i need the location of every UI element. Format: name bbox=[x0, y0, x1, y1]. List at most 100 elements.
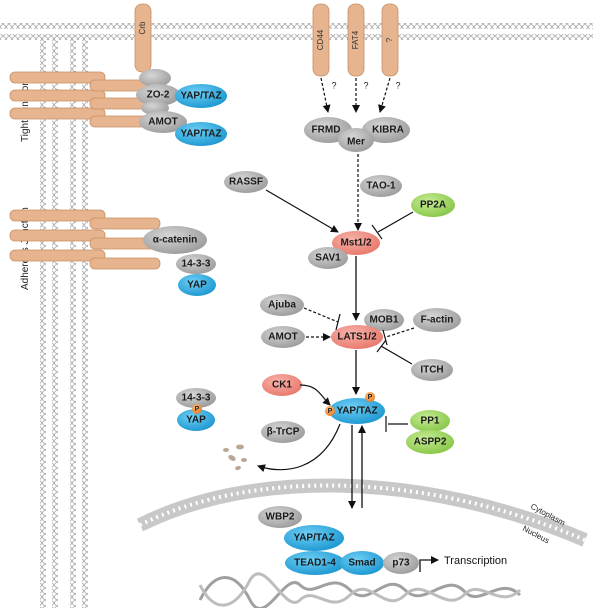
svg-text:CK1: CK1 bbox=[272, 380, 292, 391]
svg-text:TEAD1-4: TEAD1-4 bbox=[294, 558, 336, 569]
ck1-to-yaptaz-arrow bbox=[299, 384, 331, 406]
tead-node: TEAD1-4 bbox=[285, 551, 345, 575]
svg-text:F-actin: F-actin bbox=[421, 315, 454, 326]
crb-receptor: Crb bbox=[134, 3, 152, 73]
svg-text:α-catenin: α-catenin bbox=[153, 235, 198, 246]
svg-text:WBP2: WBP2 bbox=[266, 512, 295, 523]
factin-node: F-actin bbox=[413, 308, 461, 332]
btrcp-node: β-TrCP bbox=[261, 421, 305, 443]
svg-text:14-3-3: 14-3-3 bbox=[182, 393, 211, 404]
zo2-node: ZO-2 bbox=[136, 84, 180, 106]
svg-text:β-TrCP: β-TrCP bbox=[267, 427, 300, 438]
svg-text:P: P bbox=[195, 406, 200, 413]
svg-text:TAO-1: TAO-1 bbox=[366, 181, 396, 192]
alpha-catenin-node: α-catenin bbox=[143, 226, 207, 254]
plasma-membrane-top bbox=[0, 23, 593, 40]
sav1-node: SAV1 bbox=[308, 247, 348, 269]
mob1-node: MOB1 bbox=[364, 309, 404, 331]
lateral-membrane-right bbox=[70, 36, 88, 608]
adherens-junction-bars bbox=[9, 209, 161, 270]
ajuba-inhibits-lats bbox=[303, 307, 341, 331]
svg-text:ZO-2: ZO-2 bbox=[147, 90, 170, 101]
svg-text:YAP/TAZ: YAP/TAZ bbox=[180, 129, 221, 140]
factin-inhibits-lats bbox=[382, 327, 415, 346]
svg-text:AMOT: AMOT bbox=[268, 332, 297, 343]
svg-text:Smad: Smad bbox=[348, 558, 375, 569]
14-3-3-node-cytoplasm: 14-3-3 bbox=[176, 388, 216, 408]
phospho-badge-yap-cytoplasm: P bbox=[192, 404, 202, 414]
transcription-arrow bbox=[419, 556, 439, 572]
svg-text:YAP/TAZ: YAP/TAZ bbox=[336, 406, 377, 417]
svg-text:YAP/TAZ: YAP/TAZ bbox=[293, 533, 334, 544]
svg-text:KIBRA: KIBRA bbox=[372, 125, 404, 136]
phospho-badge-yaptaz-top: P bbox=[365, 392, 375, 402]
pp1-node: PP1 bbox=[410, 410, 450, 432]
yaptaz-node-central: YAP/TAZ bbox=[329, 398, 385, 424]
svg-text:PP1: PP1 bbox=[421, 416, 440, 427]
svg-text:Mst1/2: Mst1/2 bbox=[340, 238, 372, 249]
yaptaz-degradation-arrow bbox=[257, 423, 341, 473]
svg-text:Mer: Mer bbox=[347, 137, 365, 148]
mer-node: Mer bbox=[338, 128, 374, 152]
svg-text:P: P bbox=[328, 408, 333, 415]
svg-text:FRMD: FRMD bbox=[312, 125, 341, 136]
svg-text:P: P bbox=[368, 394, 373, 401]
yaptaz-node-tight-1: YAP/TAZ bbox=[175, 84, 227, 108]
crb-adaptor-node bbox=[139, 69, 171, 87]
yaptaz-node-nuclear: YAP/TAZ bbox=[284, 525, 344, 551]
tao1-node: TAO-1 bbox=[360, 175, 402, 197]
receptor-dashed-arrows bbox=[320, 77, 391, 113]
14-3-3-node-adherens: 14-3-3 bbox=[176, 254, 216, 274]
svg-text:MOB1: MOB1 bbox=[370, 315, 399, 326]
rassf-node: RASSF bbox=[224, 171, 268, 193]
svg-text:14-3-3: 14-3-3 bbox=[182, 259, 211, 270]
svg-text:FAT4: FAT4 bbox=[351, 30, 360, 49]
degradation-fragments bbox=[223, 444, 247, 471]
svg-text:LATS1/2: LATS1/2 bbox=[337, 332, 377, 343]
svg-text:AMOT: AMOT bbox=[148, 117, 177, 128]
yaptaz-node-tight-2: YAP/TAZ bbox=[175, 122, 227, 146]
question-mark-1: ? bbox=[331, 80, 336, 90]
pp2a-inhibits-mst bbox=[371, 211, 414, 240]
pp2a-node: PP2A bbox=[411, 193, 455, 217]
svg-text:YAP: YAP bbox=[187, 280, 207, 291]
ajuba-node: Ajuba bbox=[260, 294, 304, 316]
svg-text:ITCH: ITCH bbox=[420, 365, 443, 376]
tight-junction-bars bbox=[9, 71, 151, 128]
itch-node: ITCH bbox=[411, 359, 453, 381]
cd44-receptor: CD44 bbox=[312, 3, 330, 77]
yap-node-adherens: YAP bbox=[178, 274, 216, 296]
adherens-junction-label: Adherens Junction bbox=[20, 207, 31, 290]
phospho-badge-yaptaz-left: P bbox=[325, 406, 335, 416]
fat4-receptor: FAT4 bbox=[347, 3, 365, 77]
svg-text:YAP/TAZ: YAP/TAZ bbox=[180, 91, 221, 102]
kibra-node: KIBRA bbox=[362, 117, 410, 143]
amot-node-tight: AMOT bbox=[139, 111, 187, 133]
ck1-node: CK1 bbox=[262, 374, 302, 396]
svg-text:SAV1: SAV1 bbox=[315, 253, 341, 264]
lats12-node: LATS1/2 bbox=[331, 325, 383, 349]
lateral-membrane-left bbox=[40, 36, 58, 608]
wbp2-node: WBP2 bbox=[258, 506, 302, 528]
svg-text:ASPP2: ASPP2 bbox=[414, 437, 447, 448]
svg-text:PP2A: PP2A bbox=[420, 200, 446, 211]
mst12-node: Mst1/2 bbox=[332, 231, 380, 255]
nuclear-envelope bbox=[136, 478, 588, 547]
itch-inhibits-lats bbox=[376, 339, 413, 365]
dna-helix bbox=[198, 572, 522, 610]
yap-node-cytoplasm: YAP bbox=[177, 409, 215, 431]
svg-text:Crb: Crb bbox=[138, 21, 147, 34]
smad-node: Smad bbox=[340, 551, 384, 575]
p73-node: p73 bbox=[383, 552, 419, 574]
rassf-to-mst-arrow bbox=[265, 189, 339, 233]
aspp2-node: ASPP2 bbox=[406, 430, 454, 454]
svg-text:p73: p73 bbox=[392, 558, 410, 569]
question-mark-3: ? bbox=[395, 80, 400, 90]
svg-text:RASSF: RASSF bbox=[229, 177, 263, 188]
amot-node-core: AMOT bbox=[261, 326, 305, 348]
question-mark-2: ? bbox=[363, 80, 368, 90]
svg-text:Ajuba: Ajuba bbox=[268, 300, 296, 311]
svg-text:YAP: YAP bbox=[186, 415, 206, 426]
